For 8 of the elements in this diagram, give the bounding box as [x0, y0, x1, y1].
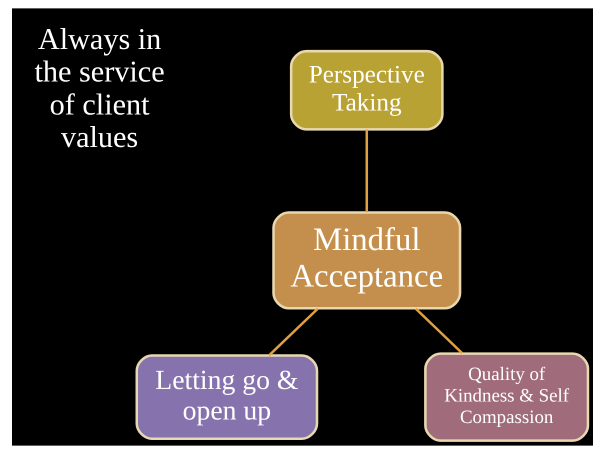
node-box: Perspective Taking: [289, 50, 444, 131]
node-box: Mindful Acceptance: [272, 211, 461, 310]
label: Always in the service of client values: [34, 22, 164, 154]
connector: [365, 130, 368, 212]
connector: [268, 308, 318, 356]
node-box: Quality of Kindness & Self Compassion: [424, 352, 589, 442]
node-box: Letting go & open up: [135, 354, 318, 440]
connector: [414, 308, 463, 354]
